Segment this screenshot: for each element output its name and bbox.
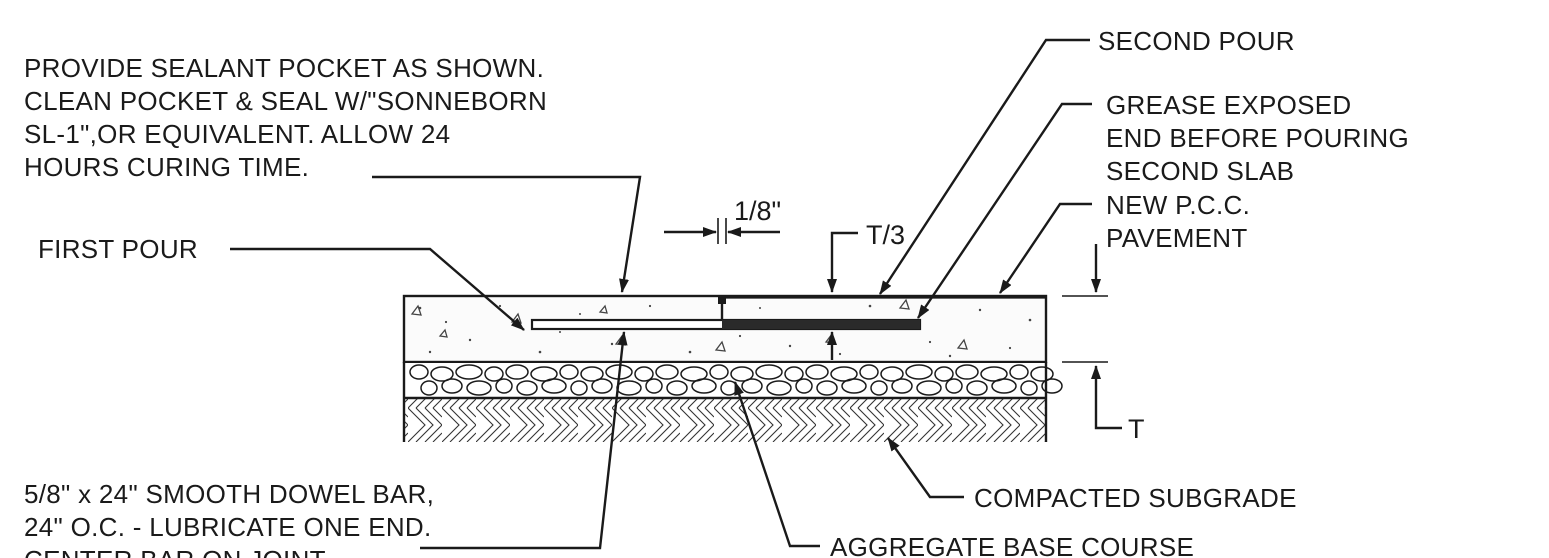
gap-dimension-label: 1/8" [734,196,781,226]
aggregate-stone [430,366,454,382]
aggregate-stone [691,378,717,394]
leader-lines [230,38,1092,550]
grease-line-2: END BEFORE POURING [1106,123,1409,153]
aggregate-stone [466,380,492,396]
aggregate-stone [505,364,529,380]
aggregate-stone [934,366,954,382]
aggregate-stone [441,378,463,394]
aggregate-stone [880,366,904,382]
aggregate-stone [795,378,813,394]
sealant-line-3: SL-1",OR EQUIVALENT. ALLOW 24 [24,119,450,149]
aggregate-stones [409,364,1063,396]
aggregate-stone [891,378,913,394]
aggregate-stone [680,366,708,382]
t3-dimension-label: T/3 [866,220,905,250]
aggregate-stone [1009,364,1029,380]
note-new-pcc: NEW P.C.C. PAVEMENT [1106,190,1250,253]
aggregate-stone [591,378,613,394]
concrete-stipple [418,304,1032,358]
aggregate-stone [634,366,654,382]
sealant-line-2: CLEAN POCKET & SEAL W/"SONNEBORN [24,86,547,116]
aggregate-stone [805,364,829,380]
aggregate-stone [841,378,867,394]
aggregate-stone [966,380,988,396]
aggregate-stone [516,380,538,396]
aggregate-stone [955,364,979,380]
aggregate-stone [730,366,754,382]
aggregate-stone [830,366,858,382]
aggregate-stone [980,366,1008,382]
aggregate-stone [859,364,879,380]
grease-line-1: GREASE EXPOSED [1106,90,1352,120]
pavement-section [402,294,1063,442]
aggregate-stone [816,380,838,396]
aggregate-stone [655,364,679,380]
aggregate-stone [580,366,604,382]
aggregate-stone [991,378,1017,394]
aggregate-stone [420,380,438,396]
aggregate-stone [766,380,792,396]
aggregate-stone [709,364,729,380]
aggregate-stone [484,366,504,382]
aggregate-base-label: AGGREGATE BASE COURSE [830,532,1194,558]
new-pcc-line-2: PAVEMENT [1106,223,1248,253]
dimension-marks [664,218,1122,430]
aggregate-stone [541,378,567,394]
aggregate-stone [1020,380,1038,396]
aggregate-stone [530,366,558,382]
sealant-line-1: PROVIDE SEALANT POCKET AS SHOWN. [24,53,544,83]
note-sealant: PROVIDE SEALANT POCKET AS SHOWN. CLEAN P… [24,53,547,182]
new-pcc-line-1: NEW P.C.C. [1106,190,1250,220]
aggregate-stone [495,378,513,394]
compacted-subgrade-label: COMPACTED SUBGRADE [974,483,1297,513]
note-grease: GREASE EXPOSED END BEFORE POURING SECOND… [1106,90,1409,186]
dowel-line-2: 24" O.C. - LUBRICATE ONE END. [24,512,432,542]
aggregate-stone [455,364,483,380]
aggregate-stone [409,364,429,380]
aggregate-stone [945,378,963,394]
grease-line-3: SECOND SLAB [1106,156,1294,186]
sealant-pocket [718,296,726,304]
aggregate-stone [755,364,783,380]
aggregate-stone [870,380,888,396]
dowel-line-1: 5/8" x 24" SMOOTH DOWEL BAR, [24,479,434,509]
aggregate-stone [645,378,663,394]
dowel-bar-greased-end [722,320,920,329]
first-pour-label: FIRST POUR [38,234,198,264]
aggregate-stone [559,364,579,380]
subgrade-layer [404,398,1046,442]
aggregate-stone [1041,378,1063,394]
dowel-line-3: CENTER BAR ON JOINT [24,545,326,558]
aggregate-stone [1030,366,1054,382]
aggregate-stone [905,364,933,380]
sealant-line-4: HOURS CURING TIME. [24,152,309,182]
note-dowel: 5/8" x 24" SMOOTH DOWEL BAR, 24" O.C. - … [24,479,434,558]
second-pour-label: SECOND POUR [1098,26,1295,56]
aggregate-stone [666,380,688,396]
aggregate-stone [916,380,942,396]
aggregate-stone [784,366,804,382]
aggregate-stone [570,380,588,396]
t-dimension-label: T [1128,414,1145,444]
